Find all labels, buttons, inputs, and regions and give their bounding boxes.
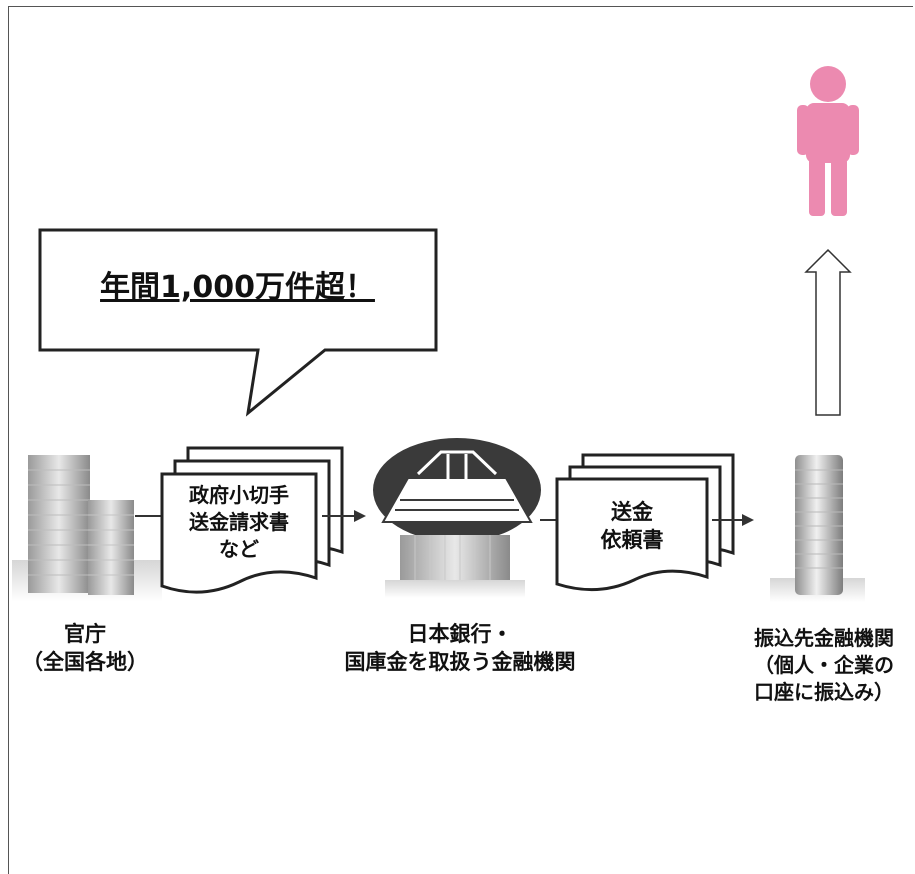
bank-of-japan-building-icon	[373, 438, 541, 598]
boj-label-line-1: 日本銀行・	[407, 622, 513, 646]
check-line-3: など	[219, 537, 259, 561]
agency-label: 官庁 （全国各地）	[10, 620, 160, 677]
bank-label: 振込先金融機関 （個人・企業の 口座に振込み）	[735, 625, 913, 706]
office-buildings-icon	[12, 455, 162, 602]
callout-bubble	[38, 228, 438, 417]
tower-building-icon	[770, 455, 865, 602]
boj-label: 日本銀行・ 国庫金を取扱う金融機関	[300, 620, 620, 677]
agency-label-line-2: （全国各地）	[22, 650, 148, 675]
boj-label-line-2: 国庫金を取扱う金融機関	[344, 650, 576, 675]
remittance-documents-text: 送金 依頼書	[557, 498, 707, 555]
check-line-2: 送金請求書	[189, 510, 289, 534]
remit-line-2: 依頼書	[600, 528, 664, 553]
up-arrow	[804, 248, 852, 416]
bank-label-line-3: 口座に振込み）	[754, 680, 894, 704]
arrow-to-boj	[322, 510, 366, 522]
check-documents-icon	[160, 446, 344, 594]
person-icon	[797, 66, 859, 216]
arrow-to-bank	[712, 514, 754, 526]
remittance-documents-icon	[555, 453, 735, 592]
bank-label-line-1: 振込先金融機関	[754, 626, 894, 650]
check-line-1: 政府小切手	[189, 483, 289, 507]
callout-text: 年間1,000万件超！	[100, 270, 375, 305]
bank-label-line-2: （個人・企業の	[754, 653, 894, 677]
agency-label-line-1: 官庁	[64, 622, 106, 646]
diagram-frame	[8, 6, 913, 874]
remit-line-1: 送金	[611, 500, 653, 524]
check-documents-text: 政府小切手 送金請求書 など	[162, 482, 316, 563]
